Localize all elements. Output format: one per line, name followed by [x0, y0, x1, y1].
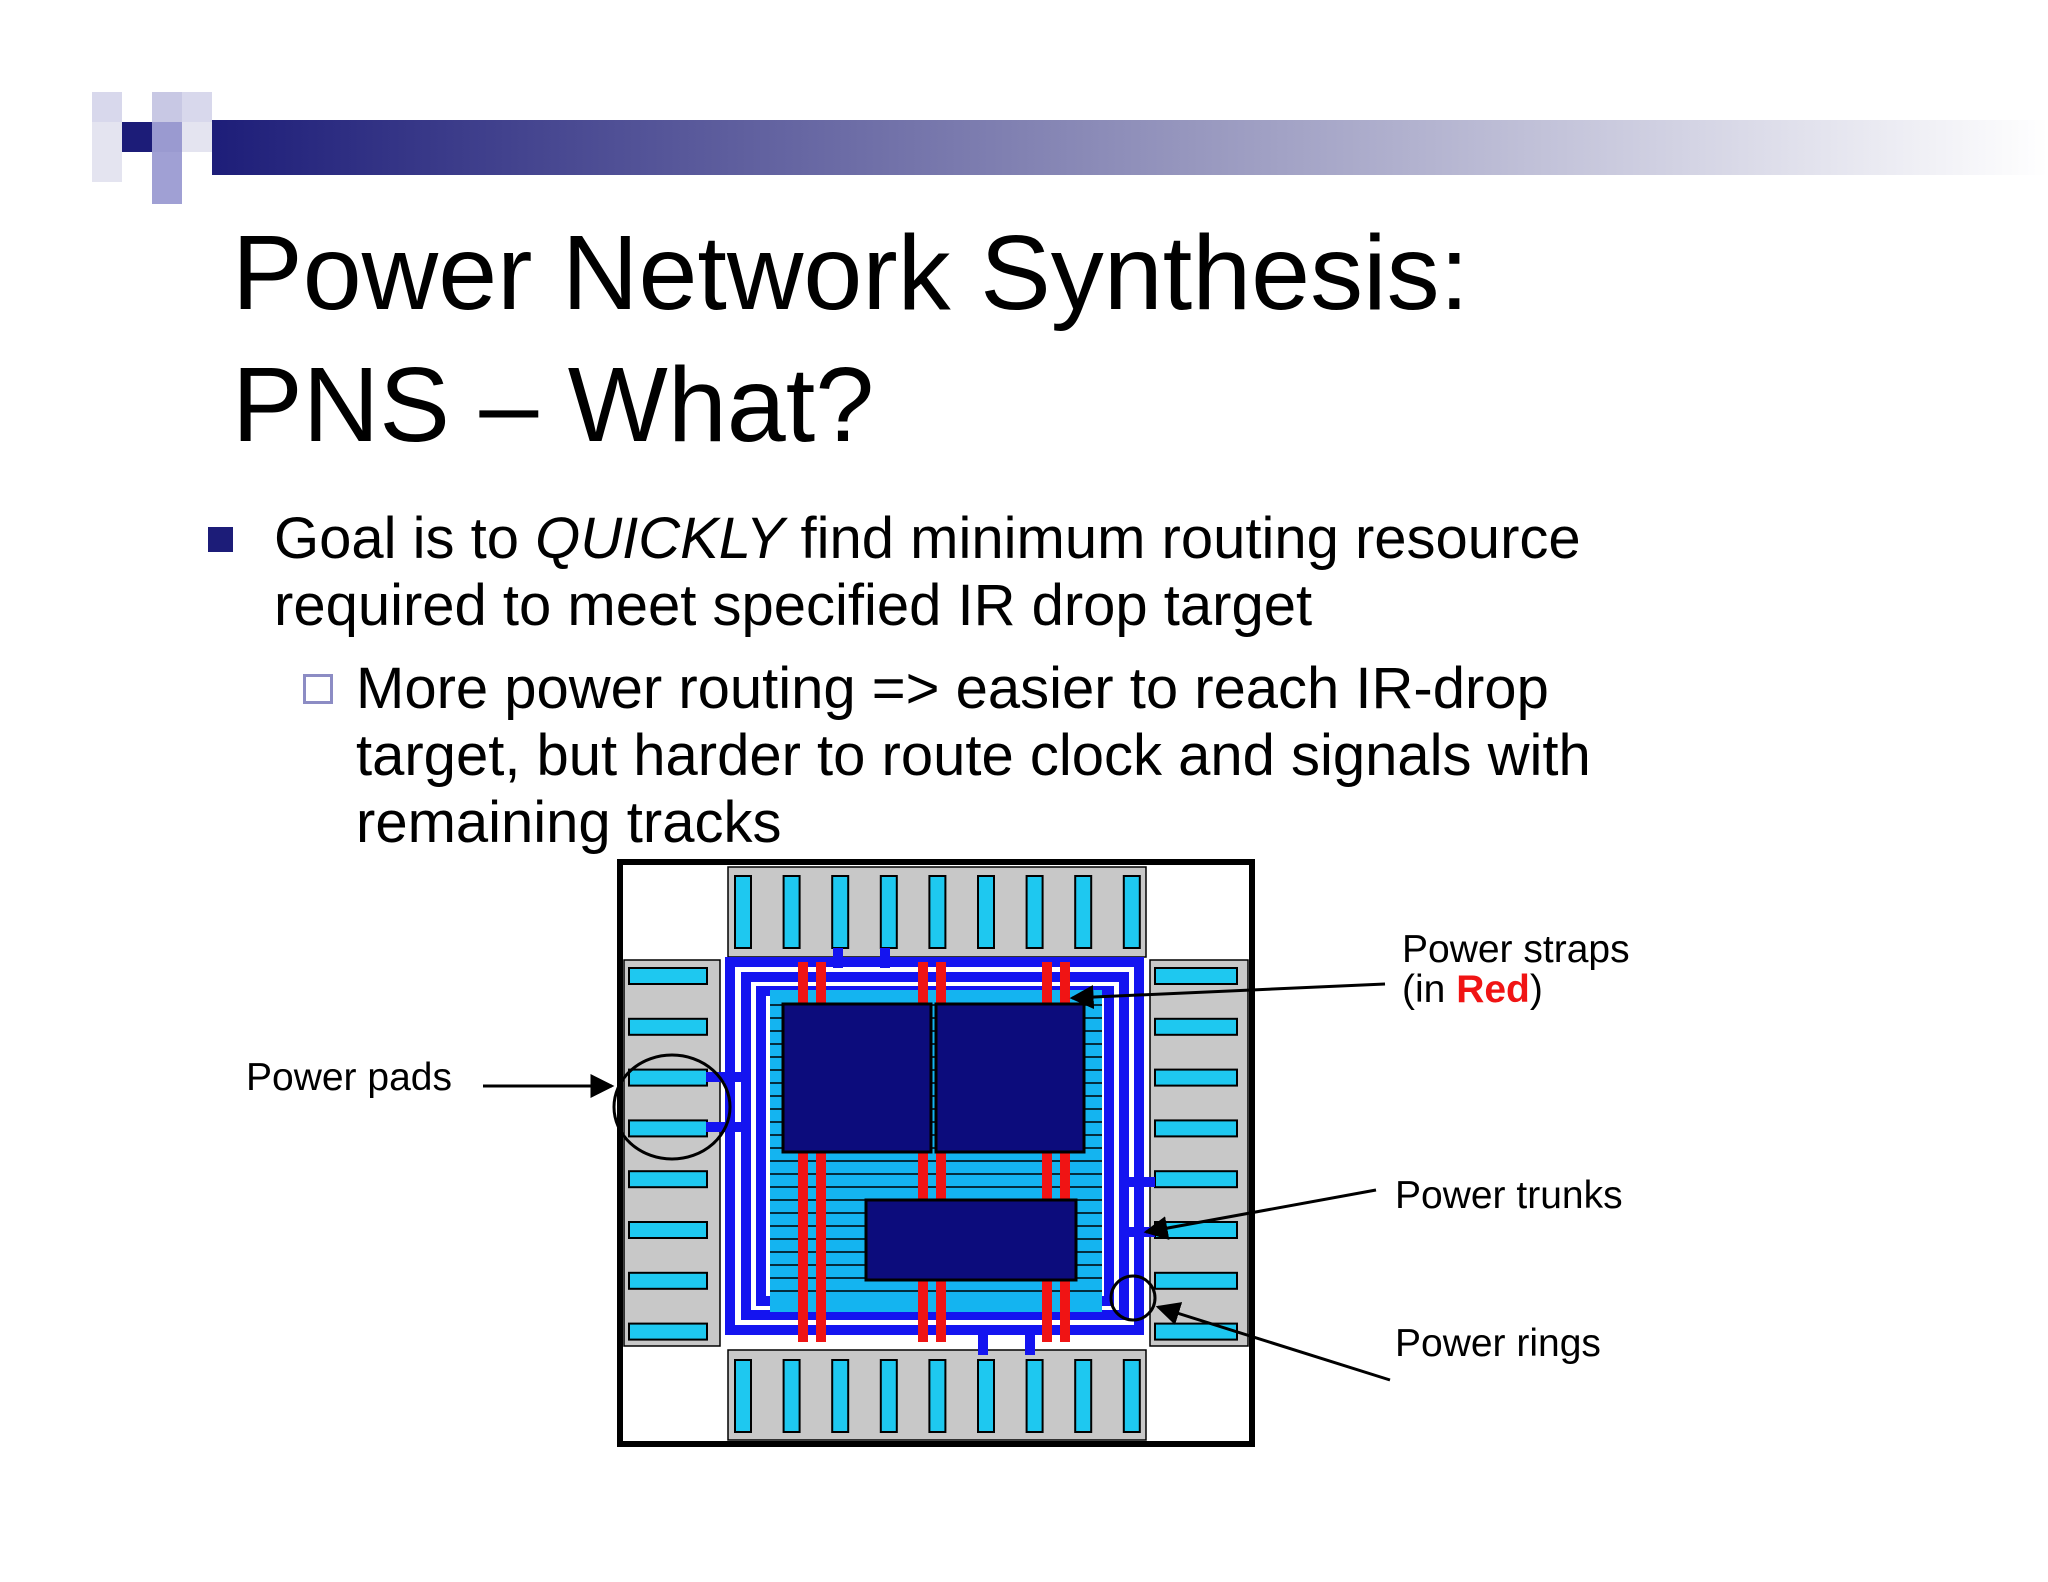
macro-block: [864, 1198, 1078, 1282]
power-pad: [928, 1359, 947, 1433]
power-pad: [628, 1017, 708, 1036]
power-pad: [628, 1119, 708, 1138]
power-pad: [628, 1221, 708, 1239]
bullet-text-prefix: Goal is to: [274, 506, 536, 571]
header-square: [122, 122, 152, 152]
sub-bullet-box-icon: [303, 674, 333, 704]
header-square: [152, 182, 182, 204]
header-square: [122, 152, 152, 182]
power-pad: [1154, 1068, 1238, 1087]
bullet-line-1: Goal is to QUICKLY find minimum routing …: [274, 510, 1581, 568]
power-pad: [628, 1068, 708, 1087]
header-square: [182, 152, 212, 182]
power-trunk: [1025, 1325, 1035, 1355]
power-pad: [1025, 1359, 1044, 1433]
macro-block: [781, 1002, 933, 1154]
power-pad: [1154, 1017, 1238, 1036]
header-gradient-bar: [200, 120, 2048, 175]
bullet-line-2: required to meet specified IR drop targe…: [274, 573, 1313, 638]
power-ring-outer: [725, 957, 1144, 1335]
power-rings-label: Power rings: [1395, 1322, 1601, 1365]
power-pad: [628, 1170, 708, 1189]
header-square: [92, 92, 122, 122]
bullet-text-suffix: find minimum routing resource: [784, 506, 1581, 571]
slide-title-line-1: Power Network Synthesis:: [232, 214, 1470, 332]
power-ring-middle: [741, 972, 1129, 1320]
power-straps-label-line-2: (in Red): [1402, 968, 1543, 1011]
power-straps-red-word: Red: [1456, 968, 1530, 1011]
power-pad: [879, 1359, 898, 1433]
power-pad: [1154, 1322, 1238, 1341]
power-pad: [1154, 1119, 1238, 1138]
power-trunk: [833, 948, 843, 968]
power-pad: [1154, 1170, 1238, 1189]
power-pad: [628, 967, 708, 985]
power-trunk: [1125, 1177, 1155, 1187]
power-pad: [734, 1359, 752, 1433]
power-pad: [1154, 967, 1238, 985]
sub-bullet-line-2: target, but harder to route clock and si…: [356, 723, 1591, 788]
power-pad: [734, 875, 752, 949]
bullet-square-icon: [208, 527, 233, 552]
power-pad: [879, 875, 898, 949]
power-pad: [1154, 1271, 1238, 1290]
sub-bullet-line-3: remaining tracks: [356, 790, 782, 855]
power-straps-label-prefix: (in: [1402, 968, 1456, 1011]
slide-title-line-2: PNS – What?: [232, 346, 875, 464]
header-decoration: [92, 92, 2048, 204]
power-pad: [977, 1359, 995, 1433]
header-square: [182, 92, 212, 122]
header-square: [152, 92, 182, 122]
power-pad: [1074, 875, 1093, 949]
power-pad: [831, 1359, 850, 1433]
power-pad: [782, 1359, 801, 1433]
power-pad: [928, 875, 947, 949]
power-pad: [628, 1322, 708, 1341]
power-pad: [1154, 1221, 1238, 1239]
power-pads-highlight-circle: [612, 1053, 732, 1161]
power-pad: [782, 875, 801, 949]
sub-bullet-line-1: More power routing => easier to reach IR…: [356, 656, 1549, 721]
power-pad: [1074, 1359, 1093, 1433]
power-straps-arrow: [1069, 982, 1386, 1010]
power-pads-label: Power pads: [246, 1056, 452, 1099]
power-trunk: [880, 948, 890, 968]
power-pad: [1122, 875, 1141, 949]
header-square: [152, 122, 182, 152]
power-straps-label-suffix: ): [1530, 968, 1543, 1011]
header-square: [92, 152, 122, 182]
header-square: [122, 92, 152, 122]
power-pad: [628, 1271, 708, 1290]
power-pad: [1122, 1359, 1141, 1433]
power-straps-label-line-1: Power straps: [1402, 928, 1630, 971]
power-pad: [831, 875, 850, 949]
power-rings-arrow: [1155, 1302, 1391, 1382]
power-trunk: [1125, 1227, 1155, 1237]
power-pad: [977, 875, 995, 949]
header-square: [92, 122, 122, 152]
header-square: [182, 122, 212, 152]
power-trunk: [706, 1072, 746, 1082]
power-trunk: [978, 1325, 988, 1355]
power-trunks-label: Power trunks: [1395, 1174, 1623, 1217]
power-pad: [1025, 875, 1044, 949]
macro-block: [934, 1002, 1086, 1154]
bullet-emphasis: QUICKLY: [535, 506, 785, 571]
power-rings-highlight-circle: [1109, 1274, 1157, 1322]
power-trunks-arrow: [1143, 1188, 1377, 1240]
header-square: [152, 152, 182, 182]
